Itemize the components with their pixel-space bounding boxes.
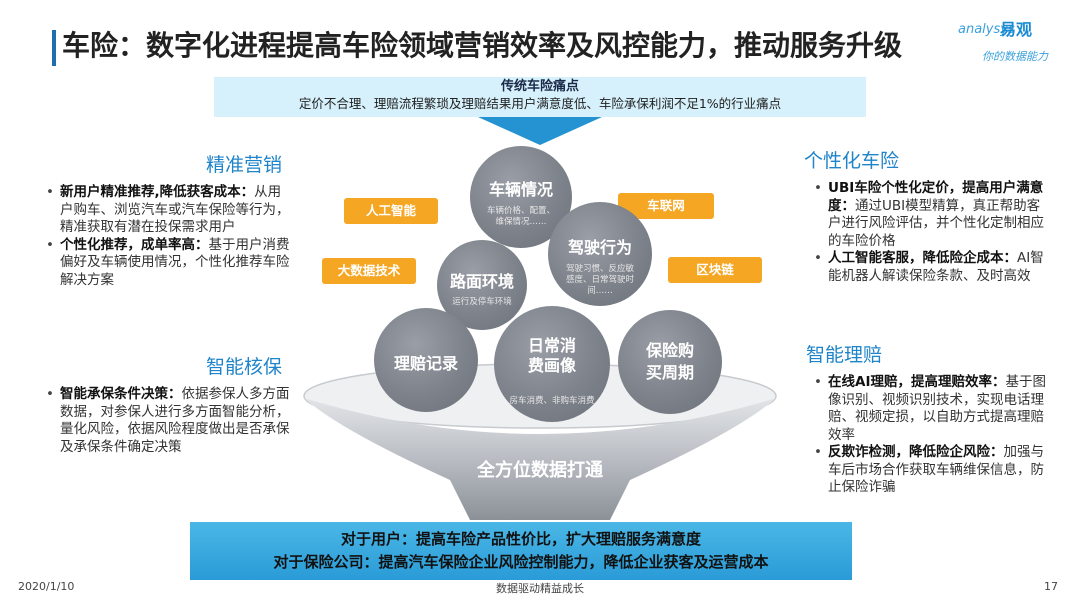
title-accent-bar: [52, 30, 56, 66]
logo-brand-en: analysys: [958, 22, 1015, 37]
down-arrow-icon: [478, 117, 602, 145]
page-number: 17: [1044, 580, 1058, 593]
conclusion-users: 对于用户：提高车险产品性价比，扩大理赔服务满意度: [340, 530, 701, 548]
list-item: UBI车险个性化定价，提高用户满意度：通过UBI模型精算，真正帮助客户进行风险评…: [814, 180, 1048, 250]
heading-precise-marketing: 精准营销: [206, 154, 283, 176]
list-item: 人工智能客服，降低险企成本：AI智能机器人解读保险条款、及时高效: [814, 250, 1048, 285]
smart-underwriting-list: 智能承保条件决策：依据参保人多方面数据，对参保人进行多方面智能分析，量化风险，依…: [46, 386, 292, 456]
logo-brand-cn: 易观: [1000, 20, 1033, 39]
conclusion-insurers: 对于保险公司：提高汽车保险企业风险控制能力，降低企业获客及运营成本: [273, 553, 769, 571]
page-title: 车险：数字化进程提高车险领域营销效率及风控能力，推动服务升级: [62, 29, 903, 62]
logo-slogan: 你的数据能力: [982, 50, 1048, 63]
precise-marketing-list: 新用户精准推荐,降低获客成本：从用户购车、浏览汽车或汽车保险等行为，精准获取有潜…: [46, 184, 292, 289]
heading-smart-underwriting: 智能核保: [206, 356, 283, 378]
smart-claims-list: 在线AI理赔，提高理赔效率：基于图像识别、视频识别技术，实现电话理赔、视频定损，…: [814, 374, 1048, 497]
circle-consumption: 日常消费画像 房车消费、非购车消费: [494, 306, 610, 422]
list-item: 智能承保条件决策：依据参保人多方面数据，对参保人进行多方面智能分析，量化风险，依…: [46, 386, 292, 456]
tag-blockchain: 区块链: [668, 257, 762, 283]
conclusion-box: 对于用户：提高车险产品性价比，扩大理赔服务满意度 对于保险公司：提高汽车保险企业…: [190, 522, 852, 580]
heading-personalized-insurance: 个性化车险: [804, 150, 900, 172]
personalized-insurance-list: UBI车险个性化定价，提高用户满意度：通过UBI模型精算，真正帮助客户进行风险评…: [814, 180, 1048, 285]
list-item: 在线AI理赔，提高理赔效率：基于图像识别、视频识别技术，实现电话理赔、视频定损，…: [814, 374, 1048, 444]
funnel-label: 全方位数据打通: [477, 460, 603, 481]
pain-point-text: 定价不合理、理赔流程繁琐及理赔结果用户满意度低、车险承保利润不足1%的行业痛点: [298, 96, 782, 111]
list-item: 个性化推荐，成单率高：基于用户消费偏好及车辆使用情况，个性化推荐车险解决方案: [46, 237, 292, 290]
heading-smart-claims: 智能理赔: [806, 344, 883, 366]
list-item: 新用户精准推荐,降低获客成本：从用户购车、浏览汽车或汽车保险等行为，精准获取有潜…: [46, 184, 292, 237]
circle-driving: 驾驶行为 驾驶习惯、反应敏感度、日常驾驶时间……: [548, 202, 652, 306]
pain-point-banner: 传统车险痛点 定价不合理、理赔流程繁琐及理赔结果用户满意度低、车险承保利润不足1…: [214, 77, 866, 117]
tag-ai: 人工智能: [344, 198, 438, 224]
circle-purchase: 保险购买周期: [618, 310, 722, 414]
tag-big-data: 大数据技术: [322, 258, 416, 284]
footer-date: 2020/1/10: [18, 580, 75, 593]
list-item: 反欺诈检测，降低险企风险：加强与车后市场合作获取车辆维保信息，防止保险诈骗: [814, 444, 1048, 497]
circle-claims: 理赔记录: [374, 308, 478, 412]
pain-point-title: 传统车险痛点: [500, 79, 579, 94]
footer-slogan: 数据驱动精益成长: [496, 582, 584, 595]
